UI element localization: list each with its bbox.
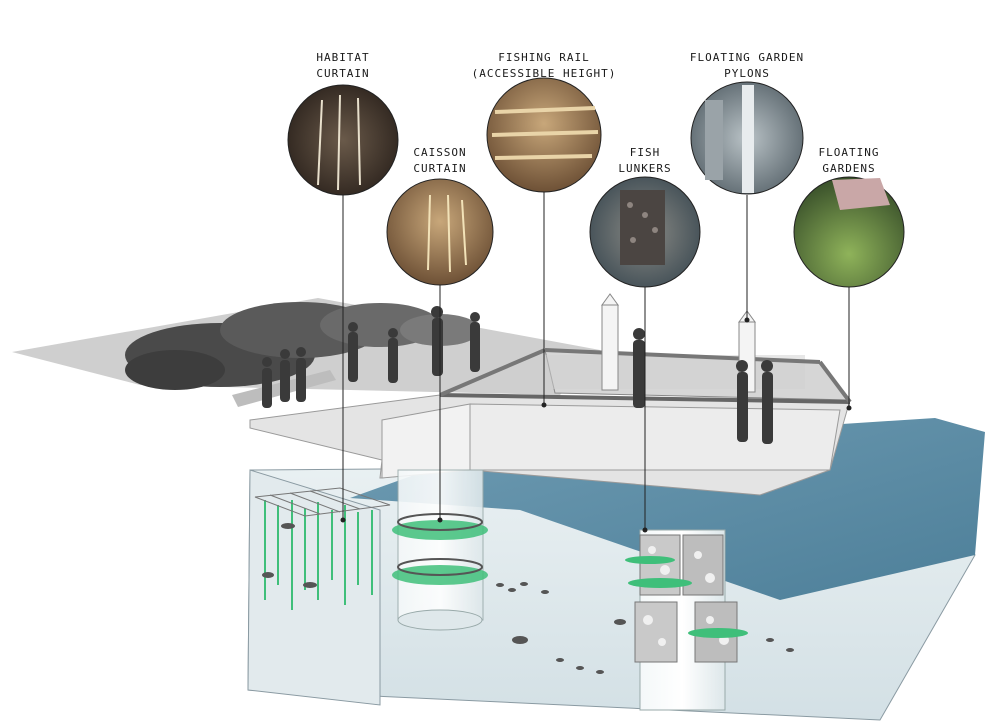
people bbox=[262, 306, 773, 444]
photo-floating-garden-pylons bbox=[690, 81, 804, 195]
label-fishing-rail: FISHING RAIL(ACCESSIBLE HEIGHT) bbox=[471, 51, 617, 80]
photo-fishing-rail bbox=[486, 77, 602, 193]
fish-school bbox=[262, 523, 794, 674]
photo-caisson-curtain bbox=[386, 178, 494, 286]
photo-habitat-curtain bbox=[287, 84, 399, 196]
underwater-left-face bbox=[247, 469, 381, 706]
photo-floating-gardens bbox=[793, 176, 905, 288]
photo-fish-lunkers bbox=[589, 176, 701, 288]
lunker-column bbox=[625, 529, 748, 711]
habitat-grid bbox=[254, 487, 391, 517]
pylon-left bbox=[601, 293, 619, 391]
leader-lines bbox=[342, 190, 850, 530]
leader-dots bbox=[340, 317, 852, 533]
habitat-strands bbox=[264, 500, 373, 610]
